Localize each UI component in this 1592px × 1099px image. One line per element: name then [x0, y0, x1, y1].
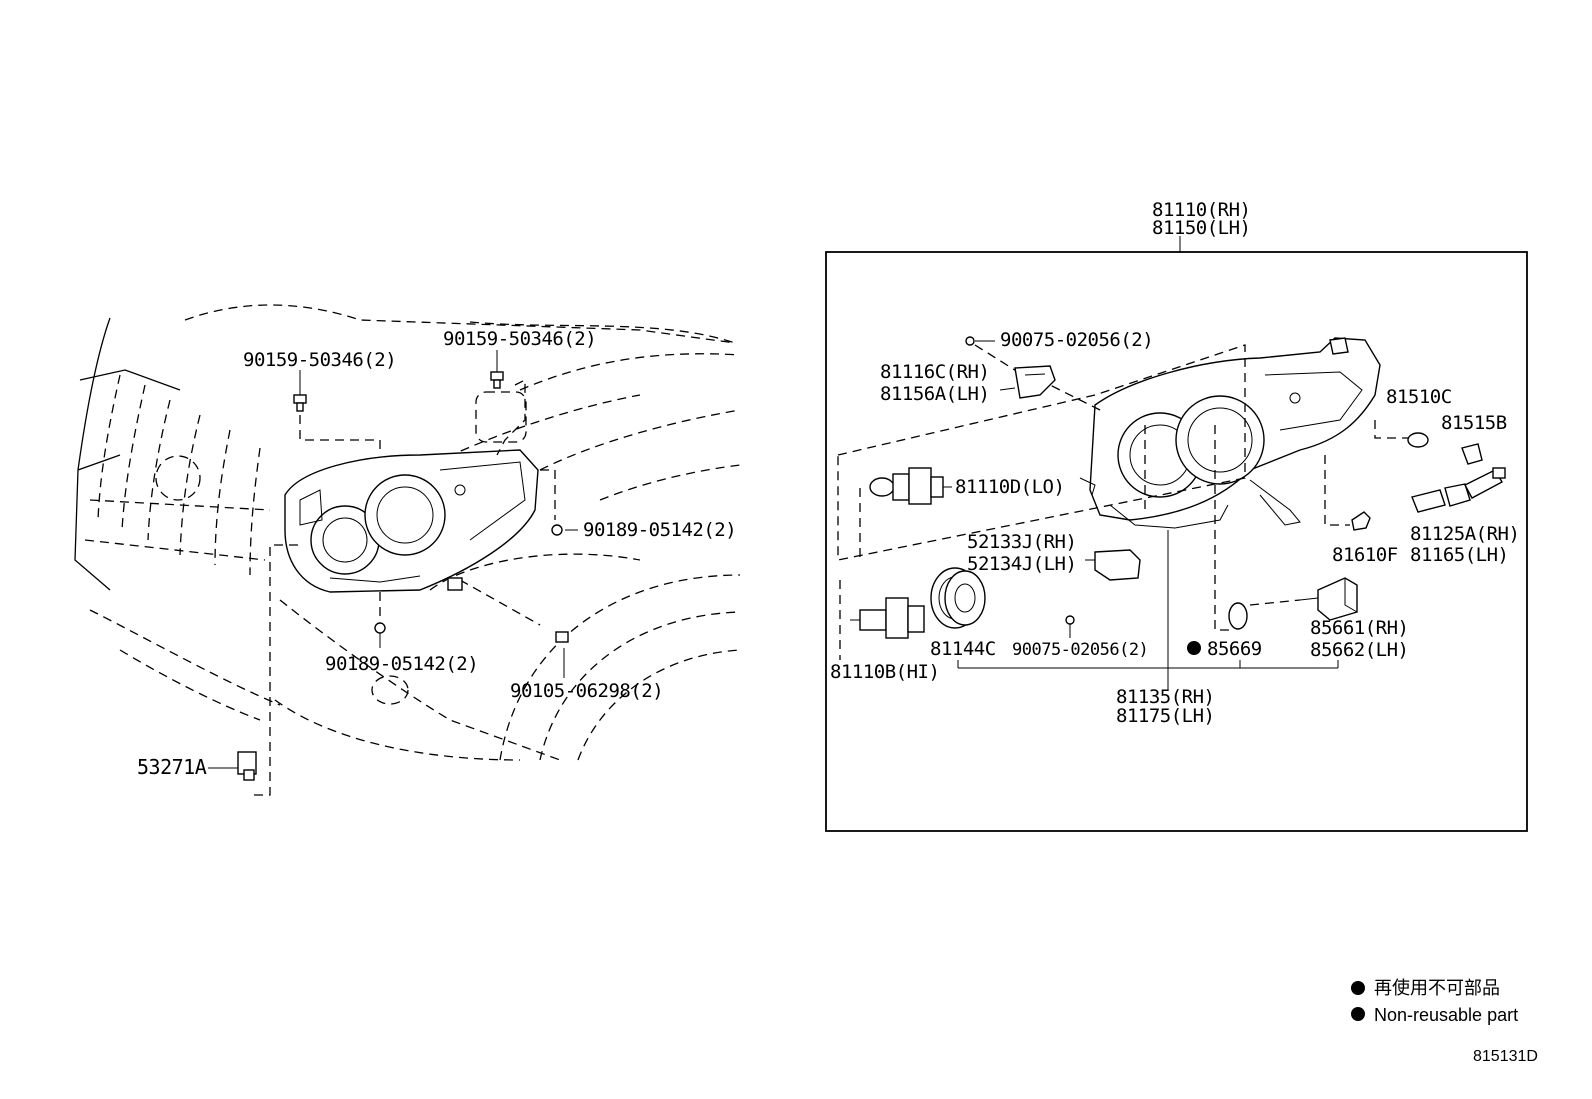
- bulb-hi-icon: [850, 597, 925, 639]
- label-bulb-lo: 81110D(LO): [955, 476, 1064, 498]
- label-bulb-81515B: 81515B: [1441, 412, 1507, 434]
- label-cap-81144C: 81144C: [930, 638, 996, 660]
- label-bolt-90159-top-right: 90159-50346(2): [443, 328, 596, 350]
- assembly-header: 81110(RH) 81150(LH): [1152, 199, 1251, 252]
- motor-85661-icon: [1299, 577, 1358, 621]
- headlamp-exploded-view: [1079, 337, 1381, 529]
- bulb-81515B-icon: [1461, 443, 1483, 465]
- label-motor-rh: 85661(RH): [1310, 617, 1408, 639]
- legend-text-jp: 再使用不可部品: [1374, 978, 1500, 998]
- socket-cover-81510C-icon: [1407, 432, 1429, 448]
- legend-mark-icon-en: [1351, 1007, 1365, 1021]
- headlamp-left-view: [284, 449, 539, 593]
- socket-81125A-icon: [1411, 467, 1506, 513]
- non-reusable-mark-icon: [1187, 641, 1201, 655]
- bolt-icon-bottom-right: [555, 631, 569, 678]
- label-unit-lh: 81175(LH): [1116, 705, 1214, 727]
- holder-52133J-icon: [1085, 549, 1141, 581]
- label-unit-rh: 81135(RH): [1116, 686, 1214, 708]
- label-bracket-lh: 81156A(LH): [880, 383, 989, 405]
- exploded-view-frame: [825, 251, 1528, 832]
- label-socket-cover-81510C: 81510C: [1386, 386, 1452, 408]
- bolt-icon-top-left: [293, 394, 307, 412]
- label-bracket-rh: 81116C(RH): [880, 361, 989, 383]
- bracket-53271A-icon: [237, 751, 257, 781]
- cover-81610F-icon: [1351, 511, 1371, 531]
- diagram-code: 815131D: [1473, 1048, 1538, 1065]
- screw-icon-box-top: [965, 336, 995, 346]
- label-bolt-90105: 90105-06298(2): [510, 680, 663, 702]
- label-screw-90189-bottom: 90189-05142(2): [325, 653, 478, 675]
- vehicle-front-illustration: [74, 304, 741, 796]
- label-oring-85669: 85669: [1207, 638, 1262, 660]
- label-socket-lh: 81165(LH): [1410, 544, 1508, 566]
- legend: 再使用不可部品 Non-reusable part: [1351, 978, 1518, 1025]
- label-socket-rh: 81125A(RH): [1410, 523, 1519, 545]
- label-motor-lh: 85662(LH): [1310, 639, 1408, 661]
- label-screw-90189-right: 90189-05142(2): [583, 519, 736, 541]
- label-bulb-hi: 81110B(HI): [830, 661, 939, 683]
- bulb-lo-icon: [869, 467, 952, 505]
- cap-81144C-icon: [930, 567, 986, 629]
- label-assembly-rh: 81110(RH): [1152, 199, 1250, 221]
- oring-85669-icon: [1228, 602, 1248, 630]
- legend-text-en: Non-reusable part: [1374, 1005, 1518, 1025]
- screw-icon-right: [551, 524, 578, 536]
- screw-icon-box-bottom: [1065, 615, 1075, 638]
- label-bracket-53271A: 53271A: [137, 755, 207, 779]
- screw-icon-bottom: [374, 622, 386, 648]
- label-cover-81610F: 81610F: [1332, 544, 1398, 566]
- label-screw-90075-bottom: 90075-02056(2): [1012, 640, 1148, 660]
- bolt-icon-top-right: [490, 371, 504, 389]
- label-holder-rh: 52133J(RH): [967, 531, 1076, 553]
- bracket-81116C-icon: [1014, 365, 1056, 399]
- label-holder-lh: 52134J(LH): [967, 553, 1076, 575]
- legend-mark-icon-jp: [1351, 981, 1365, 995]
- label-bolt-90159-top-left: 90159-50346(2): [243, 349, 396, 371]
- label-screw-90075-top: 90075-02056(2): [1000, 329, 1153, 351]
- label-assembly-lh: 81150(LH): [1152, 217, 1250, 239]
